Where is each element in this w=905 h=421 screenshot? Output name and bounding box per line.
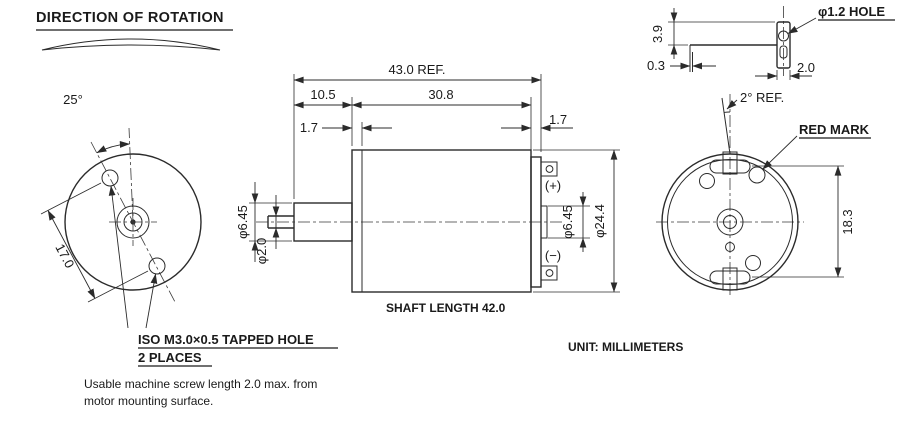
angle-dimension-arc <box>96 141 130 154</box>
front-view: 25° 17.0 ISO M3.0×0.5 TAPPED HOLE 2 PLAC… <box>40 92 338 408</box>
rear-slot-top <box>709 159 751 174</box>
rear-slot-bottom <box>709 270 751 285</box>
body-dia-value: φ24.4 <box>592 204 607 238</box>
skew-angle-value: 2° REF. <box>740 90 784 105</box>
terminal-thickness-value: 0.3 <box>647 58 665 73</box>
tapped-hole-callout: ISO M3.0×0.5 TAPPED HOLE 2 PLACES <box>108 185 338 367</box>
dim-shaft-dia: φ2.0 <box>254 195 280 265</box>
terminal-positive <box>540 161 558 177</box>
tapped-hole-spec: ISO M3.0×0.5 TAPPED HOLE <box>138 332 314 347</box>
angle-reference-line <box>128 127 134 223</box>
rear-center-boss <box>716 208 744 236</box>
unit-note: UNIT: MILLIMETERS <box>568 340 683 354</box>
motor-shaft <box>267 215 294 229</box>
terminal-slot <box>779 45 788 59</box>
dim-body-length: 30.8 <box>351 87 532 109</box>
dim-rear-bushing-dia: φ6.45 <box>548 192 590 252</box>
terminal-pitch-value: 18.3 <box>840 209 855 234</box>
dim-body-dia: φ24.4 <box>533 149 620 293</box>
front-step-value: 1.7 <box>300 120 318 135</box>
leader-upper-hole <box>108 185 129 329</box>
tapped-hole-upper <box>101 169 119 187</box>
pilot-hole-callout: φ1.2 HOLE <box>787 4 895 34</box>
pilot-hole-leader <box>787 17 817 34</box>
rear-hole-lower-right <box>745 255 761 271</box>
rear-bushing-dia-value: φ6.45 <box>560 205 575 239</box>
dim-terminal-pitch: 18.3 <box>752 165 855 278</box>
dim-front-bushing-dia: φ6.45 <box>235 182 292 262</box>
skew-reference-line <box>721 97 731 155</box>
hole-distance-value: 17.0 <box>52 241 77 270</box>
mounting-note: Usable machine screw length 2.0 max. fro… <box>84 377 317 408</box>
shaft-section-value: 10.5 <box>310 87 335 102</box>
shaft-dia-value: φ2.0 <box>254 238 269 265</box>
dim-rear-step: 1.7 <box>501 112 573 132</box>
angle-value: 25° <box>63 92 83 107</box>
dim-overall-length: 43.0 REF. <box>293 62 542 84</box>
rotation-header: DIRECTION OF ROTATION <box>36 10 233 51</box>
terminal-width-value: 2.0 <box>797 60 815 75</box>
side-view: (+) (−) 43.0 REF. 10.5 30.8 1.7 1.7 <box>235 62 620 315</box>
rear-view: 2° REF. RED MARK 18.3 <box>656 90 871 298</box>
red-mark-callout: RED MARK <box>762 122 871 170</box>
rear-bearing-boss <box>540 205 548 239</box>
dim-skew-angle: 2° REF. <box>721 90 784 155</box>
terminal-pilot-hole <box>778 30 789 42</box>
tapped-hole-lower <box>148 257 166 275</box>
rear-step-value: 1.7 <box>549 112 567 127</box>
overall-length-value: 43.0 REF. <box>388 62 445 77</box>
rear-center-hole <box>723 215 737 229</box>
dim-terminal-thickness: 0.3 <box>647 58 716 73</box>
mounting-note-line1: Usable machine screw length 2.0 max. fro… <box>84 377 317 391</box>
body-length-value: 30.8 <box>428 87 453 102</box>
terminal-hole-negative <box>545 269 554 277</box>
leader-lower-hole <box>145 273 158 329</box>
motor-body <box>351 149 532 293</box>
terminal-hole-positive <box>545 165 554 173</box>
red-mark-label: RED MARK <box>799 122 870 137</box>
red-mark-spot <box>748 166 766 184</box>
direction-of-rotation-label: DIRECTION OF ROTATION <box>36 10 224 26</box>
terminal-detail: φ1.2 HOLE 3.9 0.3 2.0 <box>647 4 895 80</box>
tapped-hole-places: 2 PLACES <box>138 350 202 365</box>
rotation-direction-arrow <box>41 38 221 51</box>
rear-hole-upper-left <box>699 173 715 189</box>
front-bushing-dia-value: φ6.45 <box>235 205 250 239</box>
terminal-plate <box>776 21 791 69</box>
red-mark-leader <box>762 135 798 170</box>
dim-terminal-height: 3.9 <box>650 8 775 59</box>
dim-mounting-angle: 25° <box>63 92 130 154</box>
rear-vent-hole-center <box>725 242 735 252</box>
shaft-length-note: SHAFT LENGTH 42.0 <box>386 301 506 315</box>
dim-terminal-width: 2.0 <box>755 60 815 80</box>
mounting-note-line2: motor mounting surface. <box>84 394 213 408</box>
dim-shaft-section: 10.5 <box>293 87 353 109</box>
rear-terminal-bottom <box>722 267 738 291</box>
dim-front-step: 1.7 <box>300 120 392 135</box>
pilot-hole-label: φ1.2 HOLE <box>818 4 885 19</box>
terminal-negative <box>540 265 558 281</box>
negative-terminal-label: (−) <box>545 248 561 263</box>
positive-terminal-label: (+) <box>545 178 561 193</box>
terminal-height-value: 3.9 <box>650 25 665 43</box>
